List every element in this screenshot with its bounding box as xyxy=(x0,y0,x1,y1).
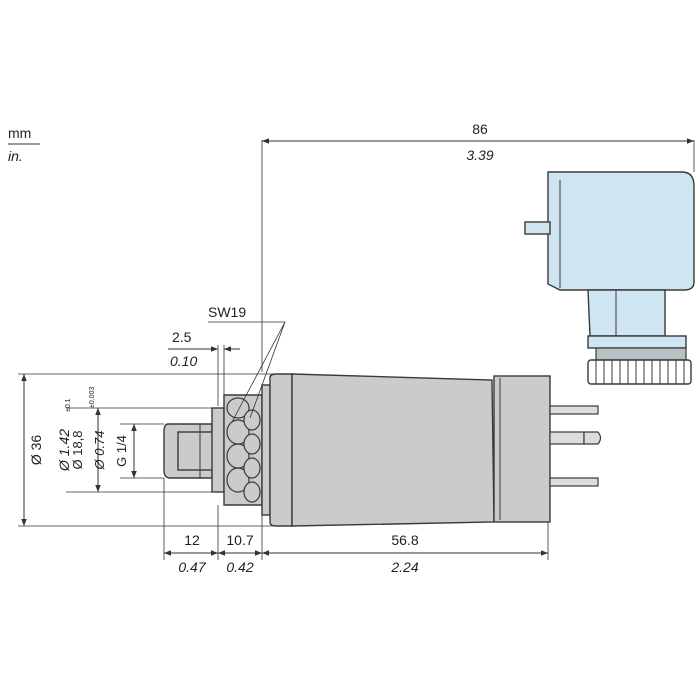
dim-stem-in: Ø 0.74 xyxy=(92,430,107,470)
connector-collar xyxy=(587,335,687,349)
dim-dia-in: Ø 1.42 xyxy=(56,429,72,472)
sw-leader-2 xyxy=(231,321,286,423)
thread-label: G 1/4 xyxy=(114,435,129,467)
dim-gap-in: 0.10 xyxy=(170,353,197,369)
connector-plug xyxy=(524,171,695,385)
body-shoulder xyxy=(269,373,293,527)
dim-stem-in-tol: ±0.003 xyxy=(89,387,96,408)
dim-body-len-mm: 56.8 xyxy=(391,532,418,548)
pin-bottom xyxy=(549,477,599,487)
connector-knurl-lines xyxy=(595,360,685,384)
unit-mm: mm xyxy=(8,125,31,141)
pin-ground-tip xyxy=(583,431,602,445)
sealing-washer xyxy=(211,407,225,493)
sw-leader-1 xyxy=(249,321,286,419)
dim-diameter-18: Ø 18,8 ±0.1 Ø 0.74 ±0.003 xyxy=(65,387,212,493)
dim-stem-mm-tol: ±0.1 xyxy=(65,398,72,412)
body-flange xyxy=(261,384,271,516)
dim-body-len-in: 2.24 xyxy=(390,559,418,575)
connector-knurled-nut xyxy=(587,359,692,385)
main-body xyxy=(291,373,495,527)
dim-nut-len-mm: 10.7 xyxy=(226,532,253,548)
pin-top xyxy=(549,405,599,415)
dim-overall-mm: 86 xyxy=(472,121,488,137)
dim-dia-mm: Ø 36 xyxy=(28,435,44,466)
connector-base xyxy=(493,375,551,523)
dim-overall: 86 3.39 xyxy=(261,121,695,372)
dim-gap: 2.5 0.10 xyxy=(168,329,240,406)
connector-tab xyxy=(524,221,551,235)
dim-diameter-36: Ø 36 Ø 1.42 xyxy=(18,373,276,527)
connector-neck xyxy=(587,289,666,337)
sw-label: SW19 xyxy=(208,304,246,320)
unit-legend: mm in. xyxy=(8,125,40,164)
hex-nut-faces xyxy=(226,397,261,503)
dim-overall-in: 3.39 xyxy=(466,147,493,163)
dim-bottom: 12 0.47 10.7 0.42 56.8 2.24 xyxy=(163,478,549,575)
dim-nut-len-in: 0.42 xyxy=(226,559,253,575)
dim-stem-len-in: 0.47 xyxy=(178,559,206,575)
sensor-assembly xyxy=(163,373,602,527)
dim-gap-mm: 2.5 xyxy=(172,329,192,345)
connector-housing xyxy=(547,171,695,291)
stem-inner xyxy=(177,431,215,471)
pin-ground xyxy=(549,431,585,445)
dim-thread: G 1/4 xyxy=(114,423,164,479)
sw-callout: SW19 xyxy=(208,304,286,423)
unit-in: in. xyxy=(8,148,23,164)
connector-lock-ring xyxy=(595,347,687,361)
dim-stem-len-mm: 12 xyxy=(184,532,200,548)
dim-stem-mm: Ø 18,8 xyxy=(70,430,85,469)
